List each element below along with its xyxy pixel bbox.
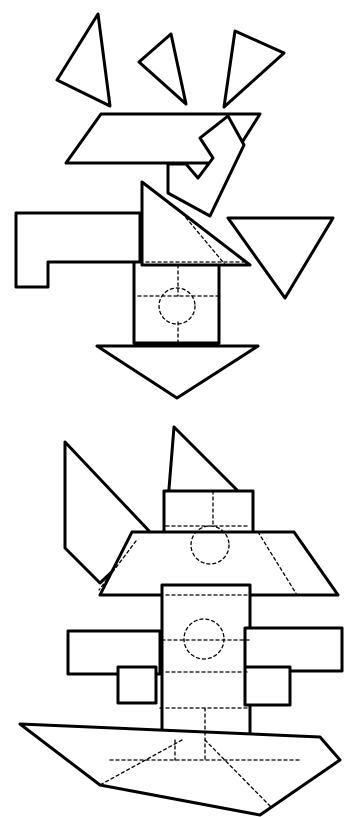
arrow-tip xyxy=(97,346,258,398)
loose-piece-middle xyxy=(139,34,186,104)
body-column xyxy=(134,262,219,343)
top-figure xyxy=(16,14,333,398)
bottom-figure xyxy=(20,427,342,815)
right-bar xyxy=(245,628,342,671)
left-arm xyxy=(16,213,140,287)
base-parallelogram xyxy=(20,724,340,815)
lower-left-block xyxy=(118,667,156,703)
right-triangle xyxy=(228,218,333,298)
loose-piece-right xyxy=(224,31,284,107)
loose-piece-left xyxy=(57,14,110,106)
lower-right-block xyxy=(245,667,290,705)
